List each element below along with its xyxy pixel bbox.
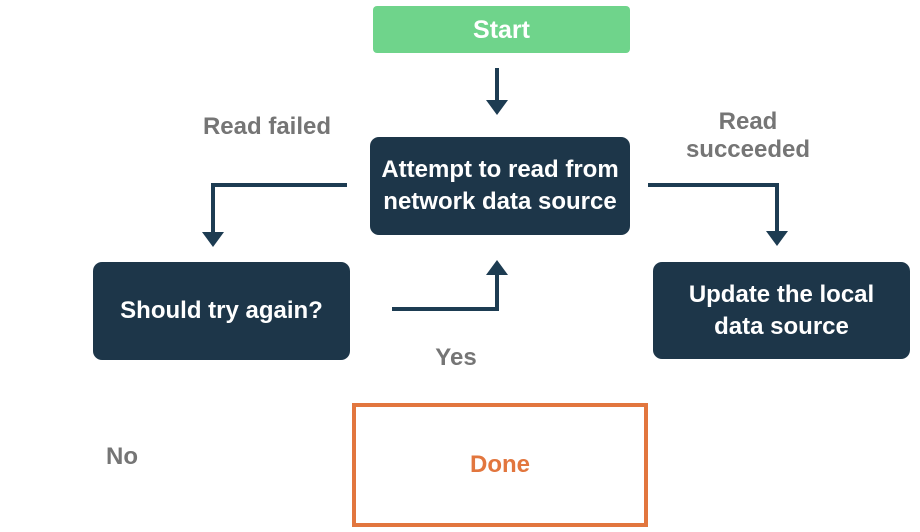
edge-yes-line-h	[392, 307, 499, 311]
edge-read-succeeded-line-h	[648, 183, 779, 187]
edge-label-no: No	[106, 443, 138, 470]
edge-yes-line-v	[495, 275, 499, 311]
arrowhead-down-icon	[486, 100, 508, 115]
attempt-read-node: Attempt to read from network data source	[370, 137, 630, 235]
edge-read-succeeded-line-v	[775, 183, 779, 232]
should-try-again-node: Should try again?	[93, 262, 350, 360]
edge-read-failed-line-h	[213, 183, 347, 187]
done-node: Done	[352, 403, 648, 527]
edge-label-read-succeeded: Read succeeded	[685, 108, 811, 163]
arrowhead-down-icon	[202, 232, 224, 247]
edge-start-to-attempt-line	[495, 68, 499, 102]
edge-label-yes: Yes	[435, 344, 477, 371]
update-local-data-node: Update the local data source	[653, 262, 910, 359]
arrowhead-down-icon	[766, 231, 788, 246]
arrowhead-up-icon	[486, 260, 508, 275]
edge-label-read-failed: Read failed	[202, 113, 332, 140]
edge-read-failed-line-v	[211, 183, 215, 233]
start-node: Start	[373, 6, 630, 53]
